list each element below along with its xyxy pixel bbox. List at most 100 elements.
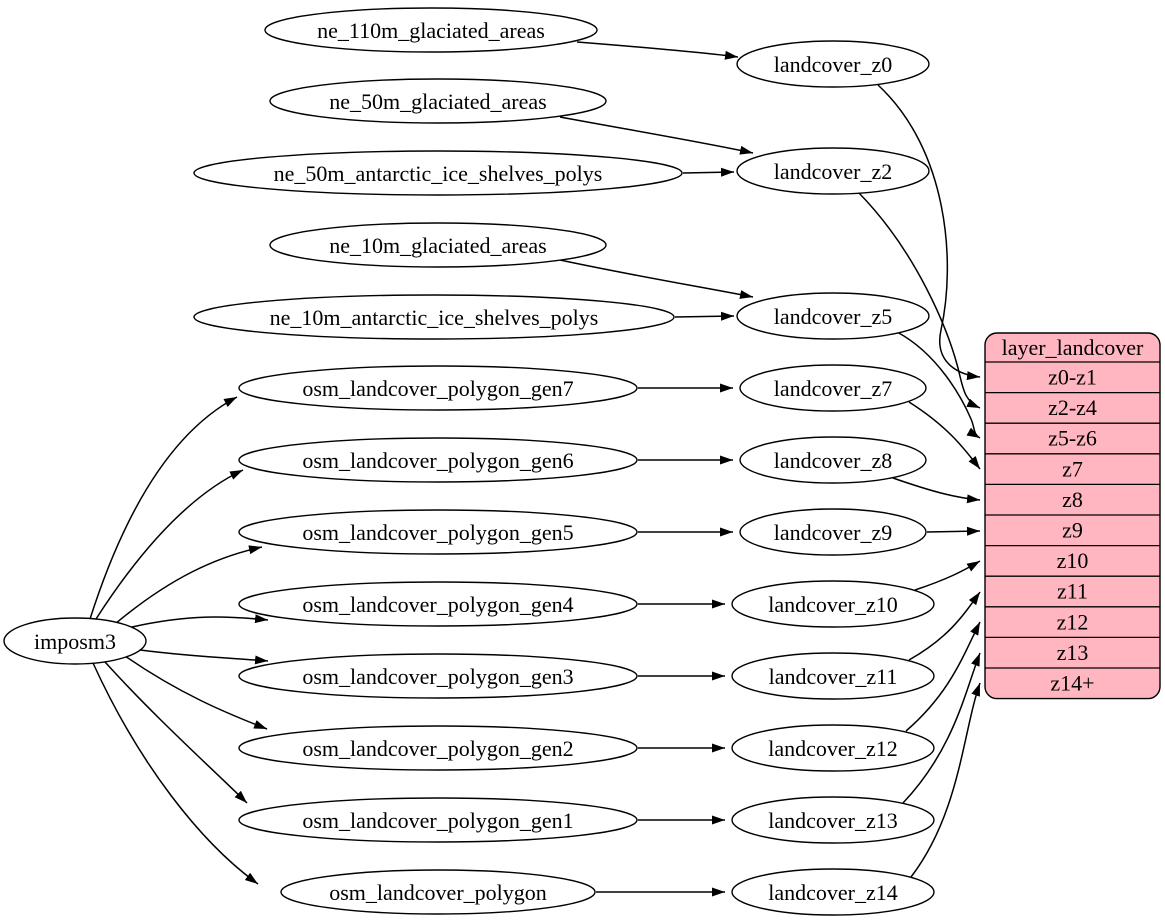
record-row-z14+: z14+ [1050,671,1094,696]
edge-landcover_z11-to-layer_landcover:z11 [908,591,981,661]
node-label-imposm3: imposm3 [34,629,116,654]
node-ellipse-landcover_z0 [736,40,930,88]
record-row-z0-z1: z0-z1 [1048,365,1097,390]
node-landcover_z7: landcover_z7 [739,364,927,412]
node-ellipse-landcover_z12 [731,724,935,772]
node-osm_landcover_polygon: osm_landcover_polygon [280,869,596,915]
node-ellipse-osm_landcover_polygon_gen6 [238,437,638,483]
node-ellipse-ne_10m_antarctic_ice_shelves_polys [193,294,675,340]
node-label-landcover_z7: landcover_z7 [774,376,893,401]
node-ellipse-landcover_z10 [731,580,935,628]
node-label-ne_50m_antarctic_ice_shelves_polys: ne_50m_antarctic_ice_shelves_polys [274,161,603,186]
record-row-z5-z6: z5-z6 [1048,426,1097,451]
edge-landcover_z12-to-layer_landcover:z12 [905,621,981,732]
node-ellipse-ne_10m_glaciated_areas [269,222,607,268]
node-ellipse-osm_landcover_polygon_gen2 [238,725,638,771]
edge-imposm3-to-osm_landcover_polygon_gen2 [124,655,268,730]
edge-landcover_z5-to-layer_landcover:z5-z6 [896,331,981,439]
node-ellipse-imposm3 [3,617,147,665]
record-row-z7: z7 [1062,456,1083,481]
record-node-layer: layer_landcoverz0-z1z2-z4z5-z6z7z8z9z10z… [984,332,1161,700]
node-ellipse-landcover_z7 [739,364,927,412]
node-label-osm_landcover_polygon_gen3: osm_landcover_polygon_gen3 [302,664,573,689]
record-row-z11: z11 [1057,579,1088,604]
node-label-landcover_z10: landcover_z10 [768,592,898,617]
node-label-landcover_z11: landcover_z11 [769,664,898,689]
record-row-z10: z10 [1057,548,1089,573]
node-label-osm_landcover_polygon: osm_landcover_polygon [329,880,547,905]
node-landcover_z12: landcover_z12 [731,724,935,772]
node-osm_landcover_polygon_gen4: osm_landcover_polygon_gen4 [238,581,638,627]
node-label-landcover_z5: landcover_z5 [774,304,893,329]
edge-landcover_z9-to-layer_landcover:z9 [926,526,981,536]
edge-ne_10m_glaciated_areas-to-landcover_z5 [559,259,754,299]
node-label-landcover_z12: landcover_z12 [768,736,898,761]
edge-ne_10m_antarctic_ice_shelves_polys-to-landcover_z5 [674,311,735,321]
edge-landcover_z14-to-layer_landcover:z14+ [910,682,981,878]
node-label-osm_landcover_polygon_gen2: osm_landcover_polygon_gen2 [302,736,573,761]
node-ellipse-osm_landcover_polygon_gen4 [238,581,638,627]
node-ellipse-osm_landcover_polygon [280,869,596,915]
node-label-osm_landcover_polygon_gen7: osm_landcover_polygon_gen7 [302,376,573,401]
edge-landcover_z8-to-layer_landcover:z8 [892,477,981,504]
edge-landcover_z2-to-layer_landcover:z2-z4 [857,191,981,409]
node-label-landcover_z0: landcover_z0 [774,52,893,77]
record-row-z12: z12 [1057,609,1089,634]
edge-landcover_z13-to-layer_landcover:z13 [902,652,981,804]
node-ellipse-landcover_z14 [731,868,935,916]
edge-landcover_z7-to-layer_landcover:z7 [908,401,981,470]
node-ne_110m_glaciated_areas: ne_110m_glaciated_areas [264,7,598,53]
edge-imposm3-to-osm_landcover_polygon_gen3 [139,649,269,665]
edges-layer [89,41,981,897]
node-landcover_z2: landcover_z2 [736,147,930,195]
node-landcover_z11: landcover_z11 [731,652,935,700]
node-osm_landcover_polygon_gen3: osm_landcover_polygon_gen3 [238,653,638,699]
node-label-ne_10m_glaciated_areas: ne_10m_glaciated_areas [329,233,546,258]
edge-imposm3-to-osm_landcover_polygon_gen4 [131,614,269,628]
node-ellipse-landcover_z8 [739,436,927,484]
node-label-osm_landcover_polygon_gen4: osm_landcover_polygon_gen4 [302,592,573,617]
node-landcover_z8: landcover_z8 [739,436,927,484]
node-ne_50m_antarctic_ice_shelves_polys: ne_50m_antarctic_ice_shelves_polys [193,150,683,196]
node-osm_landcover_polygon_gen1: osm_landcover_polygon_gen1 [238,797,638,843]
record-row-z2-z4: z2-z4 [1048,395,1097,420]
node-ellipse-landcover_z5 [736,292,930,340]
node-ne_10m_glaciated_areas: ne_10m_glaciated_areas [269,222,607,268]
node-landcover_z14: landcover_z14 [731,868,935,916]
node-osm_landcover_polygon_gen5: osm_landcover_polygon_gen5 [238,509,638,555]
node-label-osm_landcover_polygon_gen6: osm_landcover_polygon_gen6 [302,448,573,473]
node-ne_10m_antarctic_ice_shelves_polys: ne_10m_antarctic_ice_shelves_polys [193,294,675,340]
edge-ne_50m_antarctic_ice_shelves_polys-to-landcover_z2 [682,167,735,177]
node-ellipse-landcover_z2 [736,147,930,195]
node-label-landcover_z8: landcover_z8 [774,448,893,473]
node-ne_50m_glaciated_areas: ne_50m_glaciated_areas [269,78,607,124]
node-landcover_z9: landcover_z9 [739,508,927,556]
node-ellipse-osm_landcover_polygon_gen5 [238,509,638,555]
node-label-landcover_z14: landcover_z14 [768,880,898,905]
node-osm_landcover_polygon_gen7: osm_landcover_polygon_gen7 [238,365,638,411]
node-ellipse-ne_50m_antarctic_ice_shelves_polys [193,150,683,196]
node-ellipse-osm_landcover_polygon_gen7 [238,365,638,411]
node-ellipse-ne_50m_glaciated_areas [269,78,607,124]
node-label-landcover_z13: landcover_z13 [768,808,898,833]
edge-landcover_z10-to-layer_landcover:z10 [914,560,981,591]
node-landcover_z0: landcover_z0 [736,40,930,88]
node-landcover_z10: landcover_z10 [731,580,935,628]
record-row-z13: z13 [1057,640,1089,665]
node-label-ne_110m_glaciated_areas: ne_110m_glaciated_areas [317,18,545,43]
nodes-layer: imposm3 ne_110m_glaciated_areas ne_50m_gla… [3,7,935,916]
node-ellipse-landcover_z13 [731,796,935,844]
node-label-ne_50m_glaciated_areas: ne_50m_glaciated_areas [329,89,546,114]
edge-imposm3-to-osm_landcover_polygon_gen6 [95,469,244,620]
node-ellipse-landcover_z9 [739,508,927,556]
edge-landcover_z0-to-layer_landcover:z0-z1 [877,84,981,381]
edge-ne_110m_glaciated_areas-to-landcover_z0 [576,41,739,60]
node-ellipse-osm_landcover_polygon_gen3 [238,653,638,699]
node-imposm3: imposm3 [3,617,147,665]
record-row-z9: z9 [1062,518,1083,543]
node-landcover_z5: landcover_z5 [736,292,930,340]
node-landcover_z13: landcover_z13 [731,796,935,844]
node-label-osm_landcover_polygon_gen5: osm_landcover_polygon_gen5 [302,520,573,545]
